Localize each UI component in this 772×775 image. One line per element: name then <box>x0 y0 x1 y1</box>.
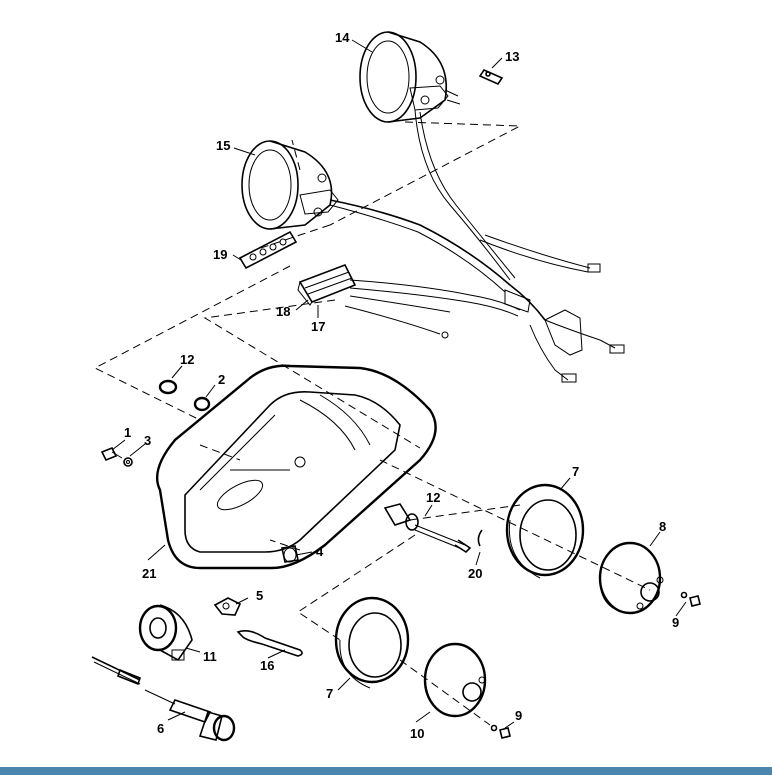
spring-clip-16 <box>236 630 303 657</box>
bottom-bar <box>0 767 772 775</box>
callout-2: 2 <box>218 372 225 387</box>
callout-17: 17 <box>311 319 325 334</box>
callout-18: 18 <box>276 304 290 319</box>
callout-15: 15 <box>216 138 230 153</box>
cable-6 <box>91 656 236 742</box>
callout-1: 1 <box>124 425 131 440</box>
bushing-4 <box>281 545 299 563</box>
callout-4: 4 <box>316 544 324 559</box>
callout-11: 11 <box>203 649 217 664</box>
gasket-19 <box>238 230 298 270</box>
cup-10 <box>423 642 487 718</box>
leader-lines <box>111 39 687 729</box>
callout-16: 16 <box>260 658 274 673</box>
screw-1 <box>100 446 123 462</box>
callout-3: 3 <box>144 433 151 448</box>
gauge-lower <box>241 140 339 230</box>
washer-3 <box>123 457 133 467</box>
wiring-harness <box>329 109 625 383</box>
callout-21: 21 <box>142 566 156 581</box>
callout-labels: 14 13 15 19 18 17 12 2 1 3 4 21 12 20 7 … <box>124 30 679 741</box>
callout-20: 20 <box>468 566 482 581</box>
callout-12-shaft: 12 <box>426 490 440 505</box>
sender-11 <box>138 604 193 662</box>
callout-7-lower: 7 <box>326 686 333 701</box>
callout-7-right: 7 <box>572 464 579 479</box>
clamp-5 <box>213 597 242 616</box>
callout-13: 13 <box>505 49 519 64</box>
assembly-guide-lines <box>93 121 651 726</box>
nut-9-lower <box>490 724 511 739</box>
callout-10: 10 <box>410 726 424 741</box>
cup-8 <box>598 541 664 615</box>
nut-9-right <box>680 591 701 607</box>
shaft-12 <box>383 503 472 554</box>
callout-9-right: 9 <box>672 615 679 630</box>
callout-12-upper: 12 <box>180 352 194 367</box>
callout-8: 8 <box>659 519 666 534</box>
callout-6: 6 <box>157 721 164 736</box>
o-ring-12-upper <box>158 379 178 395</box>
bulb-socket-13 <box>478 68 504 86</box>
callout-9-lower: 9 <box>515 708 522 723</box>
gauge-upper <box>359 31 461 123</box>
callout-14: 14 <box>335 30 350 45</box>
connector-17-18 <box>297 263 357 306</box>
bezel-7-lower <box>334 596 410 689</box>
callout-5: 5 <box>256 588 263 603</box>
housing-21 <box>155 364 437 570</box>
clip-20 <box>477 529 483 547</box>
callout-19: 19 <box>213 247 227 262</box>
bezel-7-right <box>505 483 585 579</box>
o-ring-2 <box>193 396 211 412</box>
